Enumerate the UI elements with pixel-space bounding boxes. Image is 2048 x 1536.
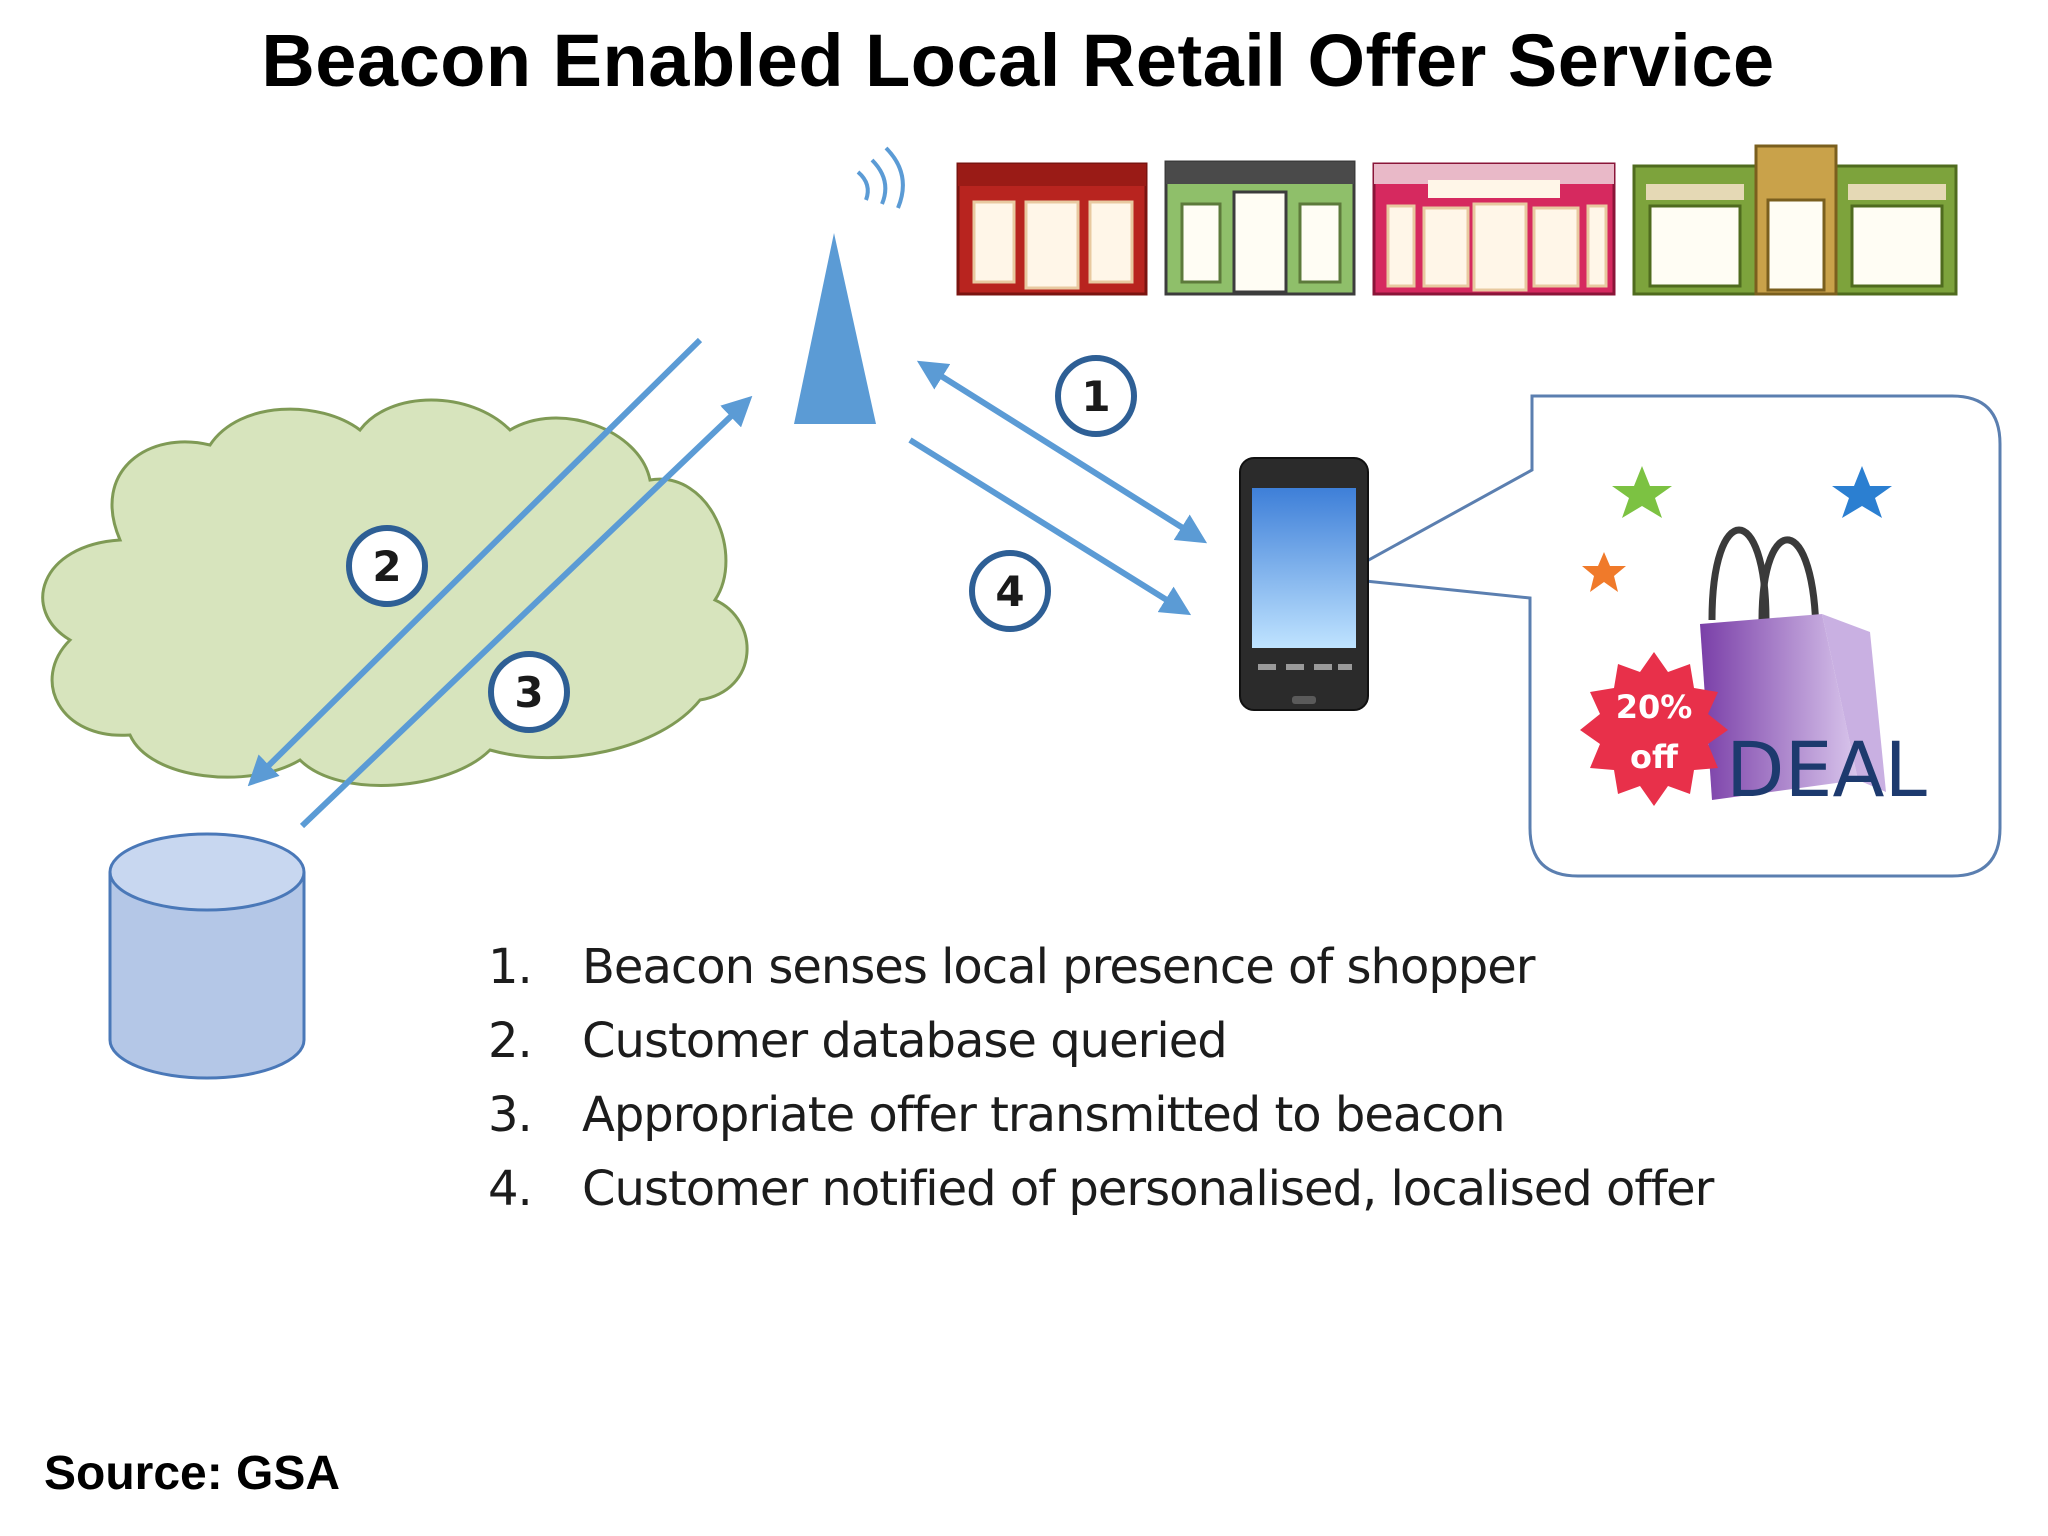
shopping-bag-icon <box>1700 526 1886 800</box>
database-icon <box>108 832 306 1080</box>
flow-arrows <box>247 337 1208 829</box>
star-icon <box>1582 552 1626 592</box>
arrow-2-beacon-to-database <box>247 337 703 787</box>
discount-off: off <box>1630 738 1679 776</box>
arrow-3-database-to-beacon <box>299 395 753 829</box>
svg-text:1: 1 <box>1081 372 1110 421</box>
svg-text:4: 4 <box>995 567 1024 616</box>
step-badge-4: 4 <box>969 550 1051 632</box>
step-badge-2: 2 <box>346 525 428 607</box>
smartphone-icon <box>1239 457 1369 711</box>
list-item: 1.Beacon senses local presence of shoppe… <box>488 939 1536 995</box>
source-label: Source: GSA <box>44 1447 341 1500</box>
svg-text:3: 3 <box>514 668 543 717</box>
deal-label: DEAL <box>1726 725 1927 814</box>
arrow-4-beacon-to-phone <box>908 437 1192 616</box>
svg-text:2: 2 <box>372 542 401 591</box>
list-item: 3.Appropriate offer transmitted to beaco… <box>488 1087 1505 1143</box>
star-icon <box>1612 466 1672 518</box>
discount-percent: 20% <box>1616 688 1693 726</box>
storefront-icon <box>956 162 1148 296</box>
step-badge-1: 1 <box>1055 355 1137 437</box>
list-item: 2.Customer database queried <box>488 1013 1228 1069</box>
step-badge-3: 3 <box>488 651 570 733</box>
steps-list: 1.Beacon senses local presence of shoppe… <box>488 930 1714 1226</box>
page-title: Beacon Enabled Local Retail Offer Servic… <box>261 19 1775 102</box>
discount-burst-icon: 20% off <box>1580 652 1728 806</box>
offer-callout: 20% off DEAL <box>1331 394 2002 878</box>
beacon-tower-icon <box>794 146 905 424</box>
arrow-1-beacon-phone <box>916 360 1208 544</box>
storefront-icon <box>1164 160 1356 296</box>
star-icon <box>1832 466 1892 518</box>
storefront-icon <box>1372 162 1616 296</box>
list-item: 4.Customer notified of personalised, loc… <box>488 1161 1714 1217</box>
storefront-icon <box>1632 144 1958 296</box>
